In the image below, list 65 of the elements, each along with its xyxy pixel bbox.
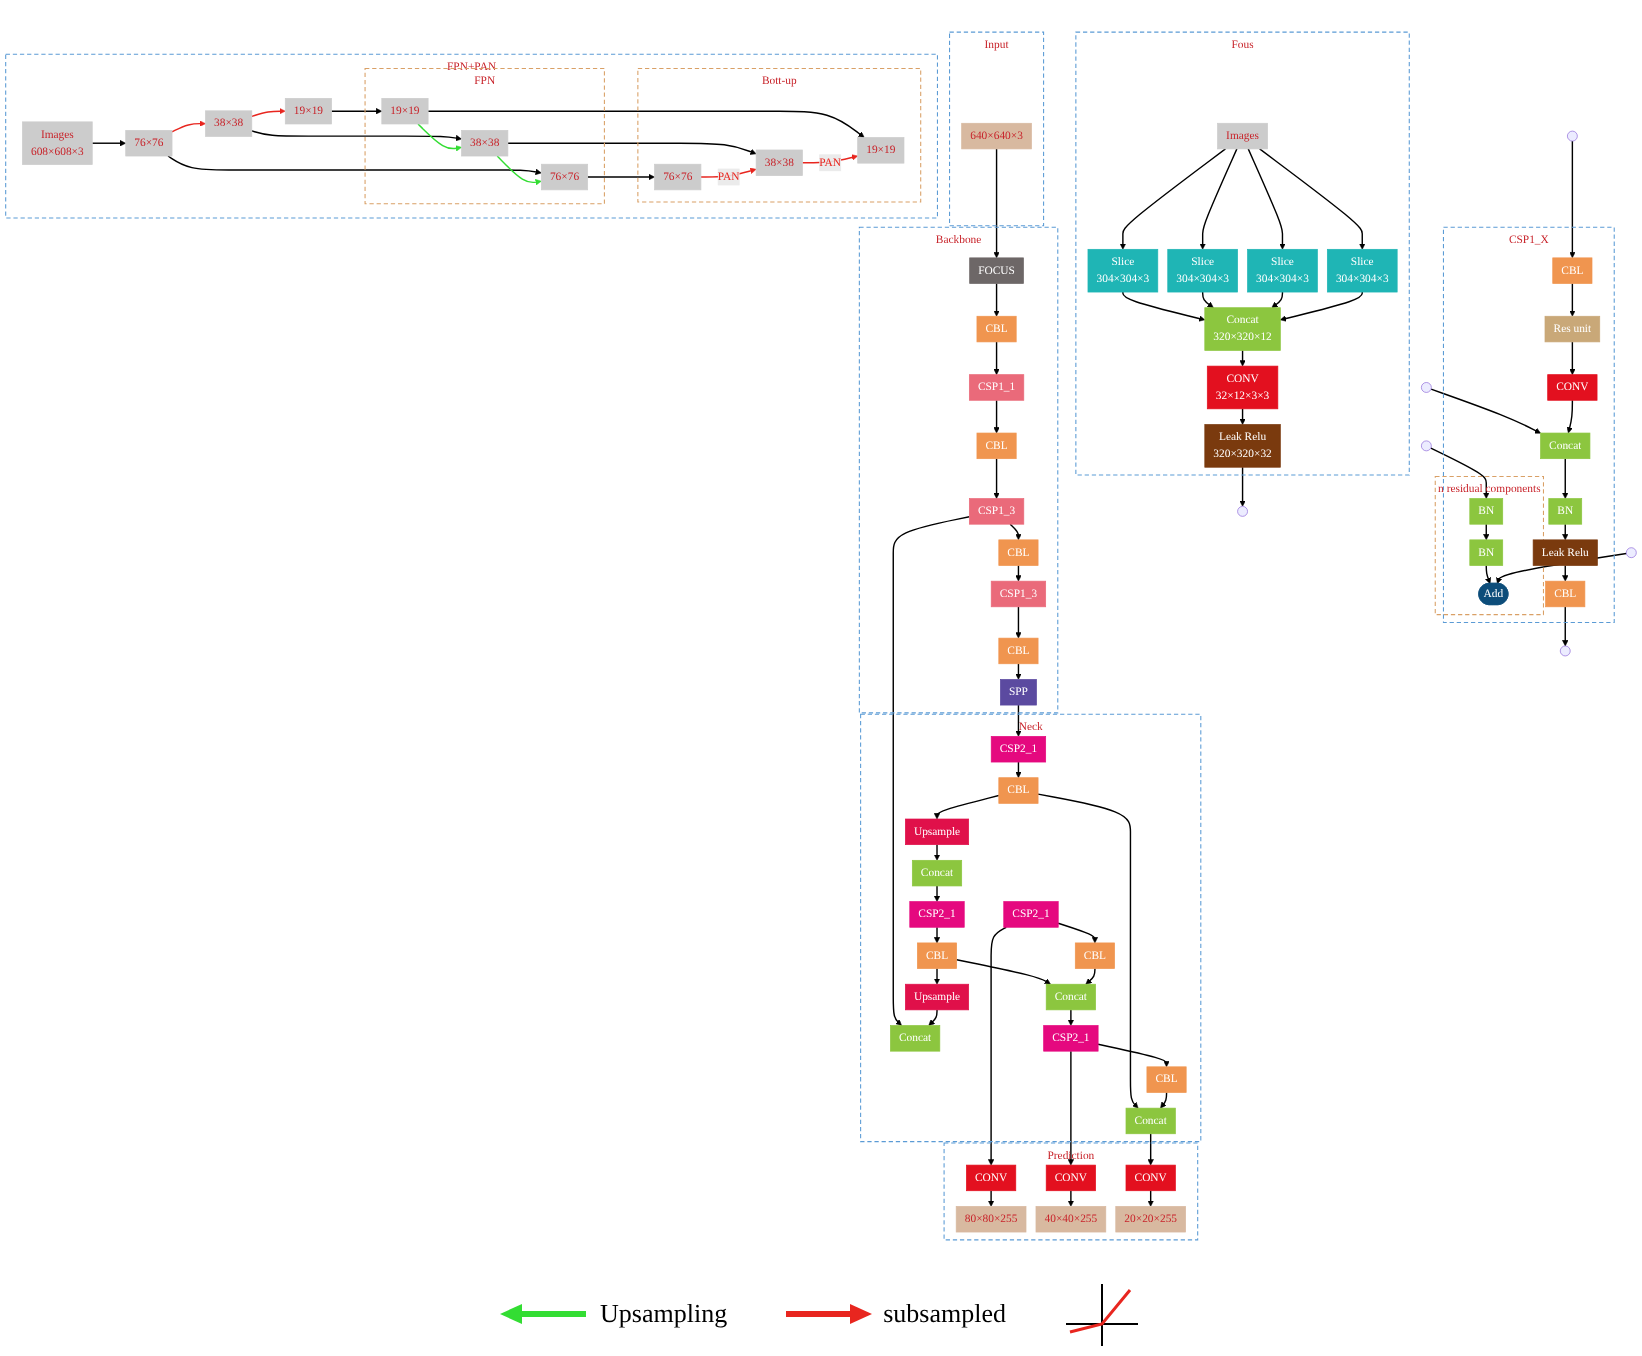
arrow xyxy=(993,282,1000,317)
arrow xyxy=(933,794,1000,820)
arrow xyxy=(1430,447,1490,499)
arrow xyxy=(1057,922,1099,944)
arrow xyxy=(1067,1050,1074,1166)
arrow xyxy=(1199,148,1238,250)
arrow xyxy=(1147,1190,1154,1207)
arrow xyxy=(1085,967,1096,985)
arrow xyxy=(1239,349,1246,367)
arrow xyxy=(1271,291,1284,308)
arrow xyxy=(1015,606,1022,639)
arrow xyxy=(1562,457,1569,499)
arrow xyxy=(1569,282,1576,317)
arrow xyxy=(1485,564,1492,584)
arrow xyxy=(1015,761,1022,778)
arrow xyxy=(1566,399,1574,434)
arrow xyxy=(1239,408,1246,425)
arrow xyxy=(987,926,1007,1166)
arrow xyxy=(1147,1133,1154,1166)
arrow xyxy=(1119,148,1227,250)
arrow xyxy=(251,108,286,118)
arrow xyxy=(1562,606,1569,647)
arrow xyxy=(933,926,941,944)
arrow xyxy=(892,516,971,1026)
arrow xyxy=(417,123,462,152)
arrow xyxy=(987,1190,995,1207)
arrow xyxy=(1569,341,1576,375)
arrow xyxy=(251,130,462,142)
arrow xyxy=(1015,704,1022,737)
arrow xyxy=(507,142,757,155)
arrow xyxy=(171,120,206,133)
arrow xyxy=(1160,1091,1168,1109)
arrow xyxy=(167,155,542,175)
arrow xyxy=(1280,291,1363,322)
arrow xyxy=(1258,148,1366,250)
arrow xyxy=(993,399,1000,434)
arrow xyxy=(933,885,941,902)
arrow xyxy=(1067,1009,1074,1026)
arrow xyxy=(1015,663,1022,680)
arrow xyxy=(1562,564,1569,582)
arrow xyxy=(933,967,941,985)
arrow xyxy=(993,148,1000,259)
arrow xyxy=(1037,793,1139,1109)
arrow xyxy=(91,140,126,147)
arrow xyxy=(1067,1190,1074,1207)
arrow xyxy=(330,108,383,115)
arrow xyxy=(993,341,1000,375)
arrow xyxy=(1239,466,1246,507)
arrow xyxy=(1201,291,1214,308)
arrow xyxy=(928,1009,938,1026)
arrow xyxy=(1097,1043,1170,1068)
arrow xyxy=(1015,564,1022,582)
legend-label: Upsampling xyxy=(600,1298,728,1330)
arrow xyxy=(586,173,655,181)
legend-label: subsampled xyxy=(883,1298,1006,1330)
arrow xyxy=(496,155,542,186)
arrow xyxy=(1122,291,1206,322)
arrow xyxy=(993,457,1000,499)
arrow xyxy=(955,959,1051,985)
arrow xyxy=(1430,388,1541,434)
arrow xyxy=(1009,523,1022,541)
arrow xyxy=(933,843,941,861)
arrow xyxy=(1247,148,1286,250)
arrow xyxy=(1569,140,1576,259)
arrow xyxy=(427,110,865,138)
